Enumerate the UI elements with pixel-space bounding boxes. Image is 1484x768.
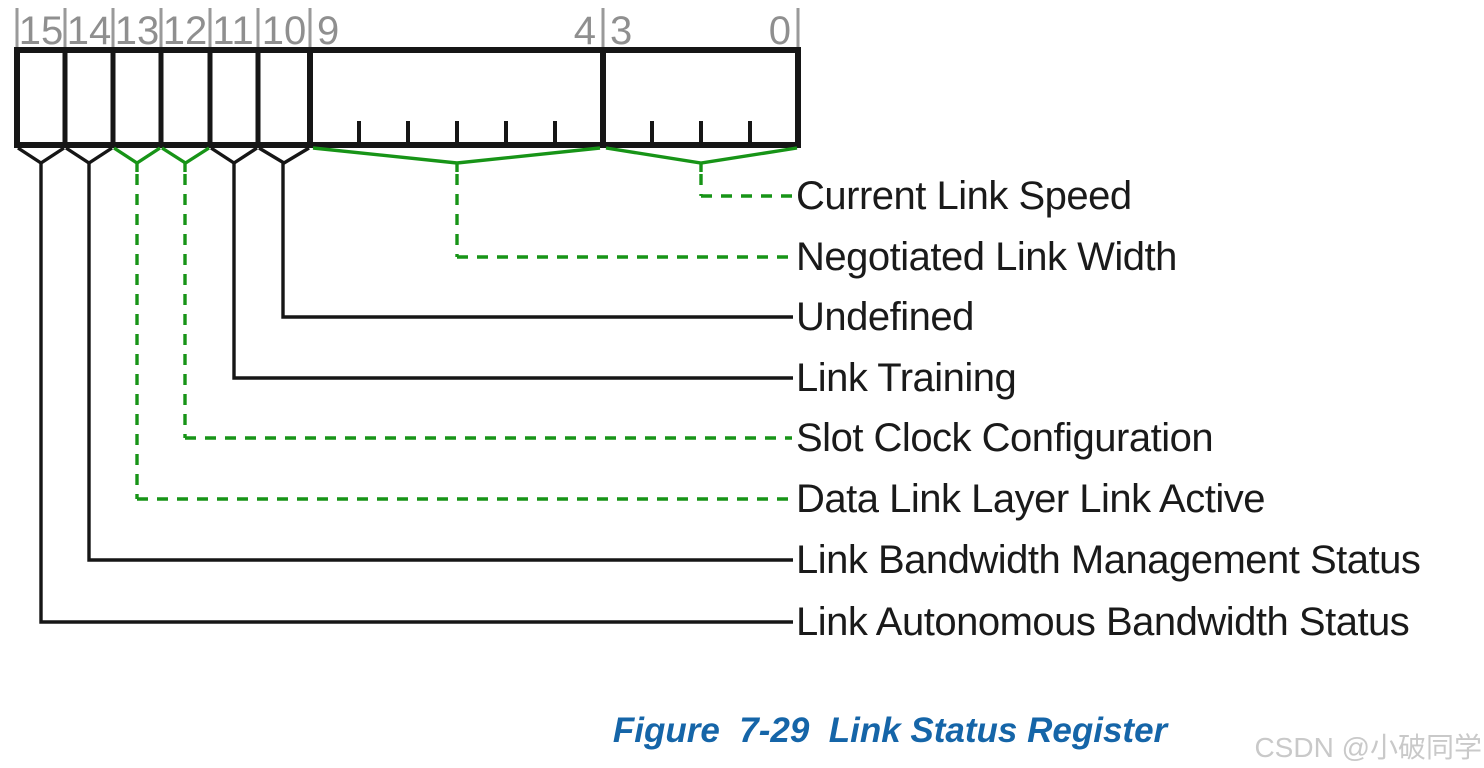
- bit-number-3: 3: [610, 9, 632, 53]
- bit-number-12: 12: [163, 9, 208, 53]
- bit-12-bracket: [161, 146, 210, 166]
- bit-number-4: 4: [574, 9, 596, 53]
- lead-11: [232, 163, 793, 380]
- register-box: [14, 47, 801, 148]
- lead-15: [39, 163, 793, 624]
- bit-number-14: 14: [67, 9, 112, 53]
- bit-number-15: 15: [19, 9, 64, 53]
- field-label-negotiated-link-width: Negotiated Link Width: [796, 235, 1177, 279]
- bit-number-9: 9: [317, 9, 339, 53]
- bit-11-bracket: [210, 146, 258, 166]
- field-label-current-link-speed: Current Link Speed: [796, 174, 1132, 218]
- field-label-undefined: Undefined: [796, 295, 974, 339]
- field-9:4-bracket: [312, 146, 601, 165]
- field-label-slot-clock-configuration: Slot Clock Configuration: [796, 416, 1214, 460]
- bit-15-bracket: [17, 146, 65, 166]
- bit-14-bracket: [65, 146, 113, 166]
- bit-number-13: 13: [115, 9, 160, 53]
- bit-10-bracket: [258, 146, 310, 165]
- lead-10: [281, 163, 793, 319]
- field-label-link-training: Link Training: [796, 356, 1017, 400]
- bit-13-bracket: [113, 146, 161, 166]
- field-label-link-autonomous-bandwidth-status: Link Autonomous Bandwidth Status: [796, 600, 1410, 644]
- bit-number-0: 0: [769, 9, 791, 53]
- lead-14: [87, 163, 793, 562]
- field-label-data-link-layer-link-active: Data Link Layer Link Active: [796, 477, 1265, 521]
- bit-number-10: 10: [262, 9, 307, 53]
- field-3:0-bracket: [605, 146, 798, 165]
- figure-caption: Figure 7-29 Link Status Register: [612, 711, 1168, 750]
- bit-number-11: 11: [212, 9, 254, 53]
- watermark: CSDN @小破同学: [1254, 732, 1482, 763]
- field-label-link-bandwidth-management-status: Link Bandwidth Management Status: [796, 538, 1421, 582]
